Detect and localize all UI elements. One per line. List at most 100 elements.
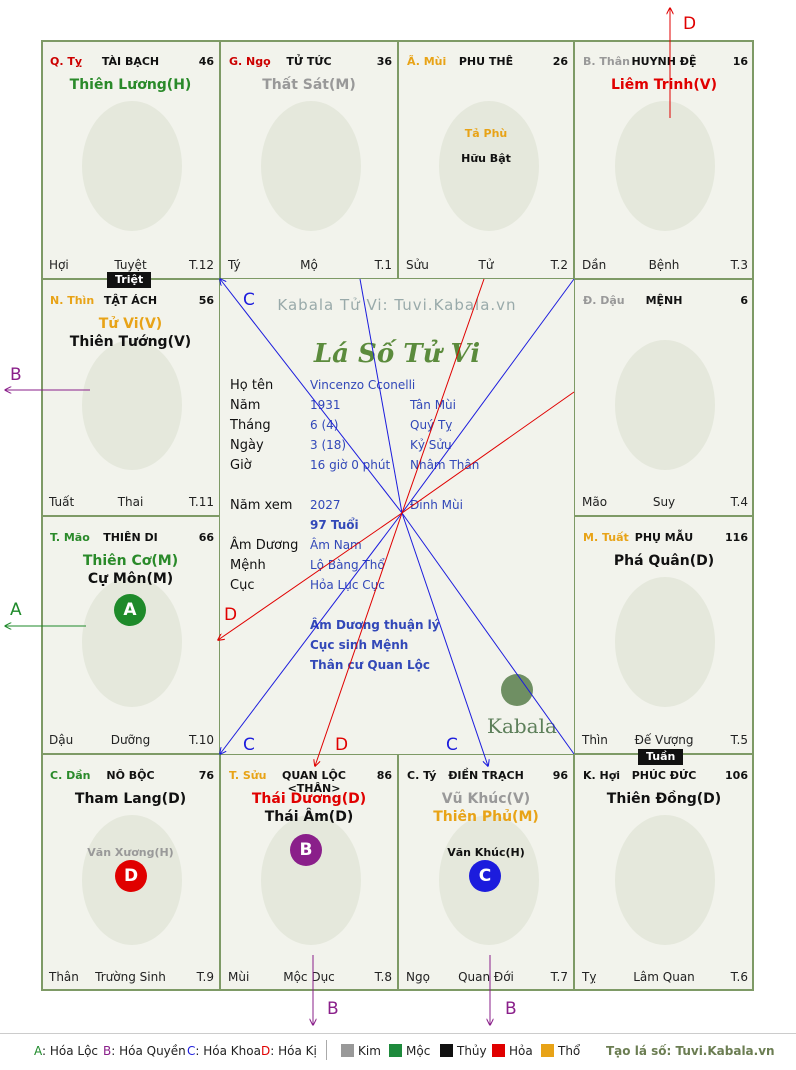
info-can-chi: Nhâm Thân	[410, 458, 480, 472]
element-swatch	[541, 1044, 554, 1057]
info-label: Tháng	[230, 418, 271, 433]
main-stars: Vũ Khúc(V)Thiên Phủ(M)	[399, 790, 573, 826]
hoa-ki-line	[401, 391, 575, 514]
palace-title: THIÊN DI	[103, 531, 158, 544]
main-star: Cự Môn(M)	[87, 571, 174, 587]
main-stars: Tử Vi(V)Thiên Tướng(V)	[42, 315, 219, 351]
info-value: Vincenzo Cconelli	[310, 378, 416, 392]
info-label: Cục	[230, 578, 255, 593]
hoa-khoa-line	[359, 278, 403, 514]
legend-thuy: Thủy	[440, 1044, 487, 1058]
label-c: C	[446, 735, 458, 755]
info-note: Âm Dương thuận lý	[310, 618, 440, 632]
kabala-tree-icon	[501, 674, 533, 706]
zodiac-watermark	[615, 101, 715, 231]
palace-month: T.11	[189, 495, 214, 509]
palace-title: QUAN LỘC <THÂN>	[282, 769, 346, 795]
palace-can: N. Thìn	[50, 294, 95, 307]
legend-text: Hóa Khoa	[203, 1044, 261, 1058]
palace-branch: Dần	[582, 258, 607, 272]
main-stars: Thiên Lương(H)	[42, 76, 219, 94]
main-star: Thiên Cơ(M)	[82, 553, 179, 569]
main-star: Tham Lang(D)	[74, 791, 187, 807]
palace-stage: Bệnh	[648, 258, 680, 272]
badge-c: C	[469, 860, 501, 892]
palace-age: 66	[198, 531, 214, 544]
info-label: Ngày	[230, 438, 264, 453]
tag-tuan: Tuần	[638, 749, 684, 765]
zodiac-watermark	[439, 101, 539, 231]
label-b: B	[505, 999, 517, 1019]
palace-branch: Tỵ	[582, 970, 597, 984]
palace-can: Ã. Mùi	[407, 55, 447, 68]
minor-star: Văn Khúc(H)	[447, 846, 525, 859]
tag-triet: Triệt	[107, 272, 152, 288]
zodiac-watermark	[261, 101, 361, 231]
legend-kim: Kim	[341, 1044, 381, 1058]
element-label: Mộc	[406, 1044, 431, 1058]
legend-text: Hóa Kị	[278, 1044, 317, 1058]
palace-than: B. Thân HUYNH ĐỆ 16 Liêm Trinh(V) Dần Bệ…	[574, 40, 754, 279]
info-note: Thân cư Quan Lộc	[310, 658, 430, 672]
info-label: Giờ	[230, 458, 252, 473]
element-label: Hỏa	[509, 1044, 533, 1058]
legend-hoa-khoa: C: Hóa Khoa	[187, 1044, 261, 1058]
palace-can: Q. Tỵ	[50, 55, 83, 68]
palace-branch: Mùi	[228, 970, 250, 984]
palace-branch: Hợi	[49, 258, 69, 272]
palace-stage: Mộc Dục	[283, 970, 335, 984]
info-label: Mệnh	[230, 558, 266, 573]
palace-stage: Quan Đới	[458, 970, 514, 984]
label-a: A	[10, 600, 22, 620]
palace-month: T.6	[730, 970, 748, 984]
info-label: Năm	[230, 398, 261, 413]
palace-title: TÀI BẠCH	[101, 55, 160, 68]
main-star: Phá Quân(D)	[613, 553, 715, 569]
zodiac-watermark	[615, 815, 715, 945]
palace-title: PHÚC ĐỨC	[631, 769, 697, 782]
badge-a: A	[114, 594, 146, 626]
info-value: 1931	[310, 398, 341, 412]
palace-stage: Trường Sinh	[95, 970, 166, 984]
label-c: C	[243, 735, 255, 755]
palace-branch: Thìn	[582, 733, 608, 747]
palace-age: 26	[552, 55, 568, 68]
badge-b: B	[290, 834, 322, 866]
main-star: Thái Dương(D)	[251, 791, 367, 807]
palace-can: K. Hợi	[583, 769, 621, 782]
hoa-khoa-line	[401, 512, 575, 755]
palace-can: T. Mão	[50, 531, 90, 544]
main-stars: Thiên Đồng(D)	[575, 790, 753, 808]
legend-tho: Thổ	[541, 1044, 580, 1058]
legend-text: Hóa Lộc	[49, 1044, 99, 1058]
info-can-chi: Đinh Mùi	[410, 498, 463, 512]
info-label: Âm Dương	[230, 538, 299, 553]
main-stars: Tham Lang(D)	[42, 790, 219, 808]
palace-branch: Ngọ	[406, 970, 430, 984]
palace-branch: Mão	[582, 495, 608, 509]
legend-hoa: Hỏa	[492, 1044, 533, 1058]
palace-age: 56	[198, 294, 214, 307]
label-b: B	[327, 999, 339, 1019]
legend-key: A	[34, 1044, 42, 1058]
palace-stage: Suy	[652, 495, 676, 509]
legend-hoa-ki: D: Hóa Kị	[261, 1044, 317, 1058]
palace-stage: Tuyệt	[114, 258, 147, 272]
palace-month: T.4	[730, 495, 748, 509]
minor-star: Tả Phù	[464, 127, 508, 140]
palace-title: MỆNH	[645, 294, 683, 307]
info-label: Năm xem	[230, 498, 293, 513]
palace-month: T.1	[374, 258, 392, 272]
palace-stage: Lâm Quan	[633, 970, 695, 984]
palace-branch: Tý	[228, 258, 241, 272]
palace-stage: Tử	[478, 258, 494, 272]
legend-key: B	[103, 1044, 112, 1058]
site-link[interactable]: Tạo lá số: Tuvi.Kabala.vn	[606, 1044, 775, 1058]
info-value: 97 Tuổi	[310, 518, 359, 532]
palace-month: T.3	[730, 258, 748, 272]
hoa-khoa-line	[401, 278, 575, 514]
hoa-khoa-line	[220, 512, 403, 754]
legend-divider	[326, 1040, 327, 1060]
